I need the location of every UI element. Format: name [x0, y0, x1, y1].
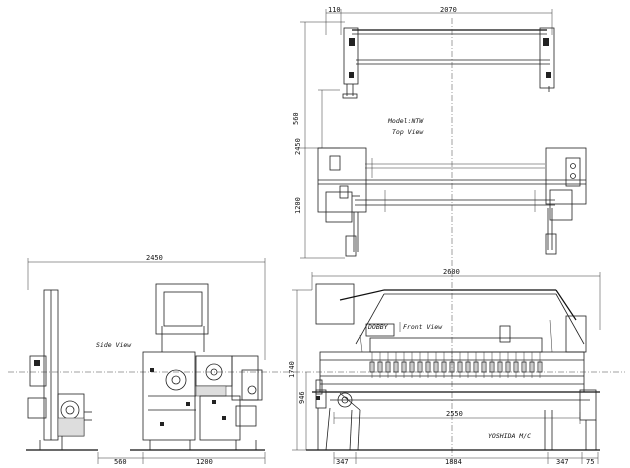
heald-hook [529, 361, 535, 373]
dim-75: 75 [586, 458, 594, 466]
dim-1884: 1884 [445, 458, 462, 466]
top-view: 110 2070 2450 560 1200 Model:NTW Top Vie… [292, 6, 587, 462]
front-view-label: Front View [403, 323, 443, 331]
side-view-label: Side View [96, 341, 132, 349]
dim-946: 946 [298, 391, 306, 404]
dim-2600: 2600 [443, 268, 460, 276]
dim-347-right: 347 [556, 458, 569, 466]
dobby-label: DOBBY [367, 323, 389, 331]
front-view: 2600 1740 946 DOBBY Front View [8, 268, 625, 466]
dim-560: 560 [292, 112, 300, 125]
dim-110: 110 [328, 6, 341, 14]
dim-2550: 2550 [446, 410, 463, 418]
dim-1200-top: 1200 [294, 197, 302, 214]
dim-1200-side: 1200 [196, 458, 213, 466]
maker-label: YOSHIDA M/C [488, 432, 531, 440]
heald-hook [521, 361, 527, 373]
dim-347-left: 347 [336, 458, 349, 466]
dim-560-side: 560 [114, 458, 127, 466]
dim-2070: 2070 [440, 6, 457, 14]
model-label: Model:NTW [387, 117, 424, 125]
dim-1740: 1740 [288, 361, 296, 378]
dim-2450-top: 2450 [294, 138, 302, 155]
heald-hook [433, 361, 439, 373]
side-view: 2450 Side View [26, 254, 266, 466]
heald-hook [441, 361, 447, 373]
top-view-label: Top View [392, 128, 424, 136]
dim-2450-side: 2450 [146, 254, 163, 262]
